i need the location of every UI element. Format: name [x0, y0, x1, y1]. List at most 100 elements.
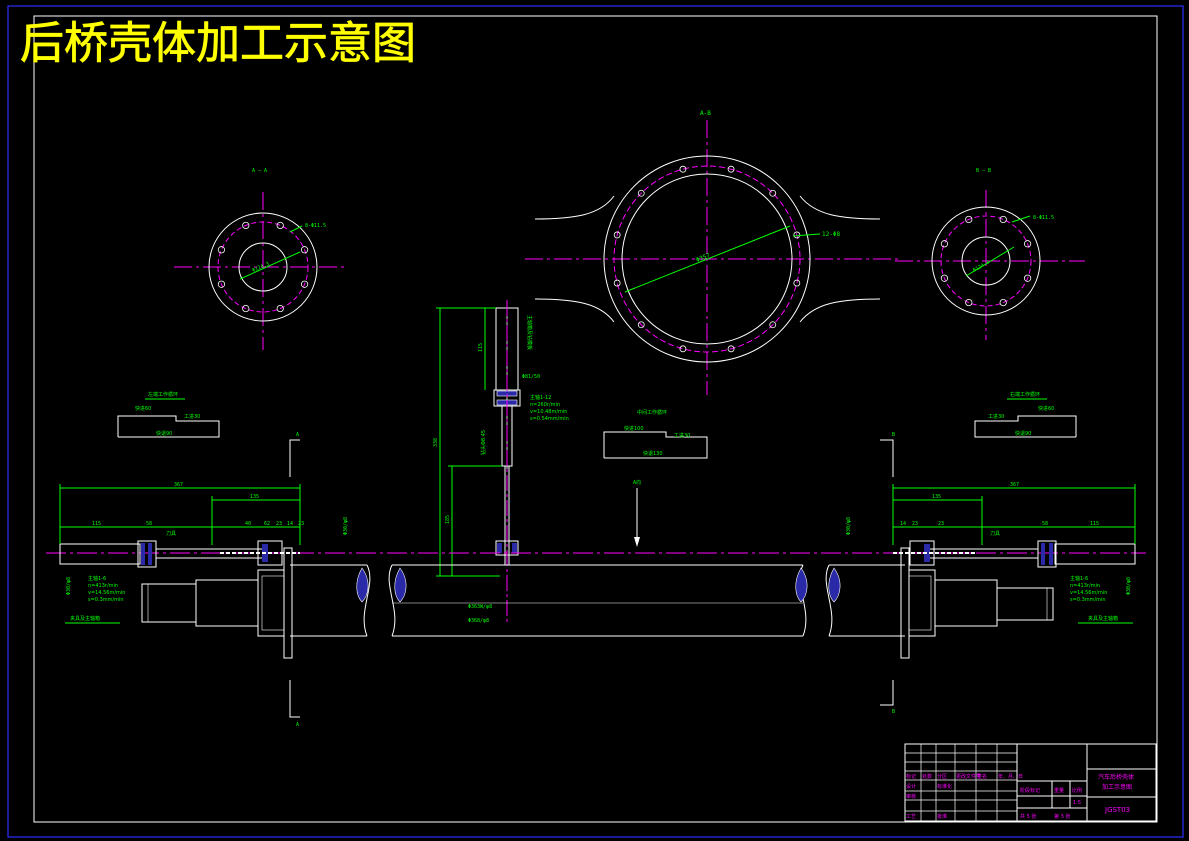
left-dim-seg-c: 40 — [245, 521, 251, 527]
right-flange-view-label: B — B — [976, 168, 991, 174]
housing-bolt-hole — [637, 189, 645, 197]
tb-scale-header: 比例 — [1072, 787, 1082, 794]
housing-bolt-hole — [769, 321, 777, 329]
tb-title-2: 加工示意图 — [1102, 783, 1132, 791]
right-cycle-outline — [974, 415, 1077, 438]
center-f-label: s=0.54mm/min — [530, 416, 569, 422]
title-block-cell-text: 标准化 — [937, 783, 952, 790]
right-tool-label: 刀具 — [990, 531, 1000, 537]
left-flange-bolt-hole — [217, 246, 226, 254]
left-cut-label-top: A — [296, 432, 299, 438]
axle-break-fill-left — [394, 567, 407, 603]
vert-dim-lower-label: 185 — [445, 515, 451, 524]
center-cycle-back: 快退130 — [643, 450, 663, 457]
right-flange-bolt-hole — [1023, 274, 1032, 282]
left-tool-bar — [59, 543, 141, 565]
left-speed-label: n=413r/min — [88, 583, 118, 589]
right-dim-mid: 135 — [932, 494, 941, 500]
vertical-drill-head: 338 115 185 Φ81/50 主轴箱及钻模板 主轴1-12 n=260r… — [433, 300, 569, 625]
left-flange-bolt-hole — [242, 221, 250, 230]
right-work-cycle: 右端工作循环 快进60 工进30 快退90 — [974, 391, 1077, 438]
right-flange-dia-line — [965, 246, 1015, 277]
left-tool-label: 刀具 — [166, 531, 176, 537]
title-block-cell-text: 审核 — [906, 793, 916, 800]
right-fixture-label: 夹具及主轴箱 — [1088, 615, 1118, 622]
left-flange-bolt-hole — [276, 304, 284, 313]
outer-frame — [7, 5, 1184, 838]
title-block-cell-text: 处数 — [922, 773, 932, 780]
vert-dim-total-label: 338 — [433, 438, 439, 447]
title-block-cell-text: 设计 — [906, 783, 916, 790]
left-flange-holes-label: 8-Φ11.5 — [305, 223, 326, 229]
drill-bushing-fill-l — [497, 543, 502, 553]
right-flange-dia-label: Φ124.3 — [972, 260, 991, 274]
housing-bolt-hole — [613, 279, 621, 287]
left-cycle-fast: 快进60 — [135, 405, 151, 412]
title-block-cell-text: 年、月、日 — [998, 773, 1023, 780]
right-flange-bolt-hole — [1023, 240, 1032, 248]
left-cycle-back: 快退90 — [156, 430, 172, 437]
right-dim-seg-b: 58 — [1042, 521, 1048, 527]
right-v-label: v=14.56m/min — [1070, 590, 1107, 596]
right-flange-bolt-hole — [999, 298, 1007, 307]
left-flange-view: Φ124.3 8-Φ11.5 A — A — [174, 168, 348, 350]
title-block-cell-text: 工艺 — [906, 814, 916, 820]
drill-vertical-note: 主轴箱及钻模板 — [526, 315, 533, 350]
right-cycle-work: 工进30 — [988, 413, 1004, 420]
left-work-cycle: 左端工作循环 快进60 工进30 快退90 — [117, 391, 220, 438]
housing-bolt-hole — [679, 345, 687, 353]
left-flange-bore — [238, 242, 288, 292]
left-tube-break-fill — [356, 567, 369, 603]
right-dim-seg-a: 115 — [1090, 521, 1099, 527]
right-cut-top — [880, 439, 894, 477]
housing-outer-circle — [603, 155, 811, 363]
right-cut-label-bottom: B — [892, 709, 895, 715]
tb-sheets: 共 5 张 — [1020, 813, 1036, 820]
title-block: 汽车后桥壳体 加工示意图 JGST03 阶段标记 重量 比例 1:5 共 5 张… — [904, 743, 1157, 822]
center-tool-label: 钻头Φ8.45 — [480, 430, 487, 455]
center-arrow-label: A向 — [633, 479, 641, 486]
right-tool-collar — [1037, 540, 1057, 568]
title-block-cell-text: 更改文件号 — [956, 773, 981, 780]
housing-right-lobe-upper — [799, 195, 881, 220]
right-cut-label-top: B — [892, 432, 895, 438]
housing-outer-lobe-lower — [534, 298, 615, 323]
housing-bolt-hole — [793, 279, 801, 287]
right-dim-diam-2: Φ30/φ8 — [1126, 577, 1132, 595]
right-dim-seg-c: 14 — [900, 521, 906, 527]
left-cycle-outline — [117, 415, 220, 438]
left-tool-collar-fill-2 — [148, 543, 152, 565]
left-dim-seg-d: 62 — [264, 521, 270, 527]
center-cycle-title: 中间工作循环 — [637, 409, 667, 416]
housing-view-label: A-B — [700, 110, 711, 117]
axle-dia-1: Φ363W/φ8 — [468, 604, 492, 610]
right-dim-overall: 367 — [1010, 482, 1019, 488]
right-cut-bottom — [880, 680, 894, 706]
title-block-cell-text: 分区 — [937, 773, 947, 780]
right-flange-bolt-hole — [965, 298, 973, 307]
left-dim-seg-f: 14 — [287, 521, 293, 527]
housing-bolt-hole — [769, 189, 777, 197]
left-flange-bolt-circle — [217, 221, 309, 313]
left-flange-bolt-hole — [300, 280, 309, 288]
right-speed-label: n=413r/min — [1070, 583, 1100, 589]
right-dim-seg-e: 23 — [938, 521, 944, 527]
housing-bolt-hole — [613, 231, 621, 239]
left-f-label: s=0.3mm/min — [88, 597, 124, 603]
left-hub-inner — [261, 575, 285, 631]
housing-bolt-hole — [793, 231, 801, 239]
left-flange-bolt-hole — [217, 280, 226, 288]
left-cut-top — [289, 439, 300, 477]
left-flange-bolt-hole — [242, 304, 250, 313]
right-dim-seg-d: 23 — [912, 521, 918, 527]
title-block-cell-text: 标记 — [906, 773, 916, 780]
right-flange-outer — [931, 206, 1041, 316]
right-tube-break — [825, 564, 833, 637]
right-spindle-label: 主轴1-6 — [1070, 575, 1088, 582]
axle-break-fill-right — [795, 567, 808, 603]
housing-bolt-hole — [727, 165, 735, 173]
right-tool-bushing — [909, 540, 935, 566]
left-flange-dia-label: Φ124.3 — [251, 261, 270, 274]
tb-mark-header: 阶段标记 — [1020, 787, 1040, 794]
